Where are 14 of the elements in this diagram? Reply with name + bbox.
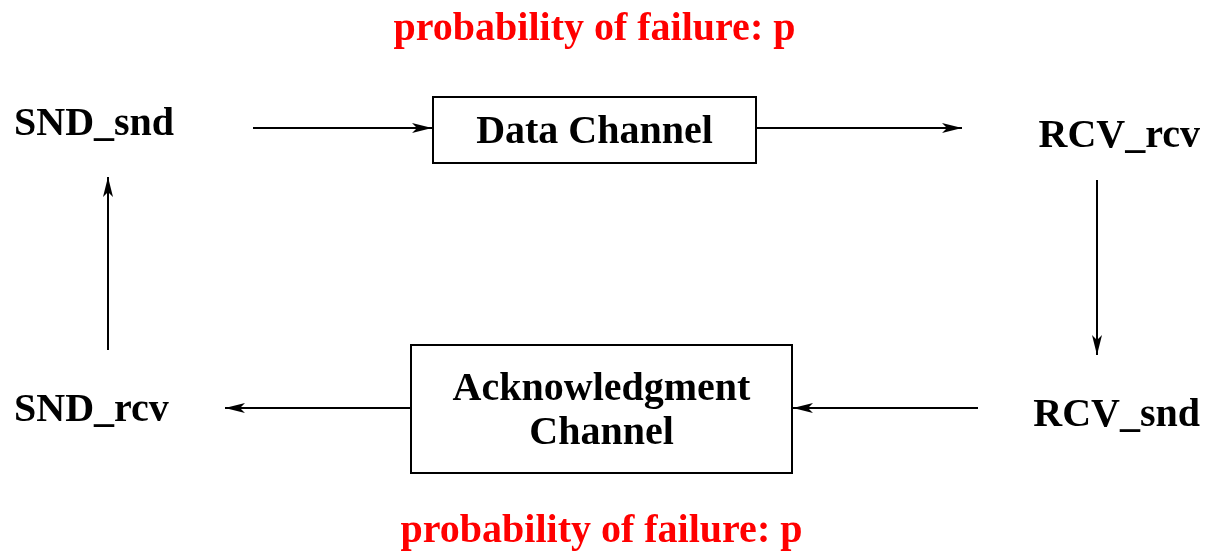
arrow xyxy=(756,123,963,133)
arrow xyxy=(1092,179,1102,356)
arrow xyxy=(252,123,433,133)
node-label: SND_rcv xyxy=(14,386,169,430)
node-label: SND_snd xyxy=(14,100,175,144)
failure-probability-note: probability of failure: p xyxy=(399,506,804,552)
node-label: RCV_rcv xyxy=(1038,112,1200,156)
node-label: Data Channel xyxy=(476,108,713,152)
arrow xyxy=(224,403,411,413)
node-label: RCV_snd xyxy=(1033,391,1200,435)
node-label: Acknowledgment Channel xyxy=(451,365,752,453)
arrow xyxy=(792,403,979,413)
failure-probability-note: probability of failure: p xyxy=(392,4,797,50)
arrow xyxy=(103,176,113,351)
